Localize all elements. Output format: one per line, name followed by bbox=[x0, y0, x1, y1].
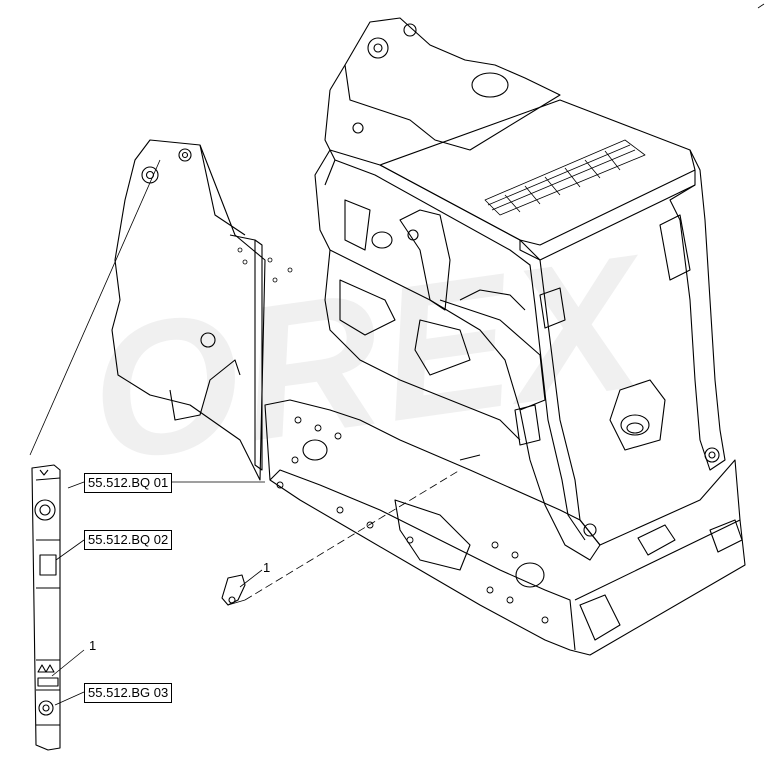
lower-chassis bbox=[264, 399, 746, 656]
left-arm-plate bbox=[111, 139, 266, 481]
callout-number-strip: 1 bbox=[89, 638, 97, 653]
callout-number-main: 1 bbox=[263, 560, 271, 575]
ref-label-bq01[interactable]: 55.512.BQ 01 bbox=[84, 473, 173, 493]
cab-side-frame bbox=[669, 149, 726, 471]
ref-label-bq02[interactable]: 55.512.BQ 02 bbox=[84, 530, 173, 550]
ref-label-bg03[interactable]: 55.512.BG 03 bbox=[84, 683, 173, 703]
decal-strip bbox=[31, 464, 61, 751]
cab-roof bbox=[379, 99, 696, 246]
cab-front-frame bbox=[314, 149, 601, 561]
bracket-part bbox=[221, 574, 246, 606]
rear-tower bbox=[344, 17, 561, 151]
